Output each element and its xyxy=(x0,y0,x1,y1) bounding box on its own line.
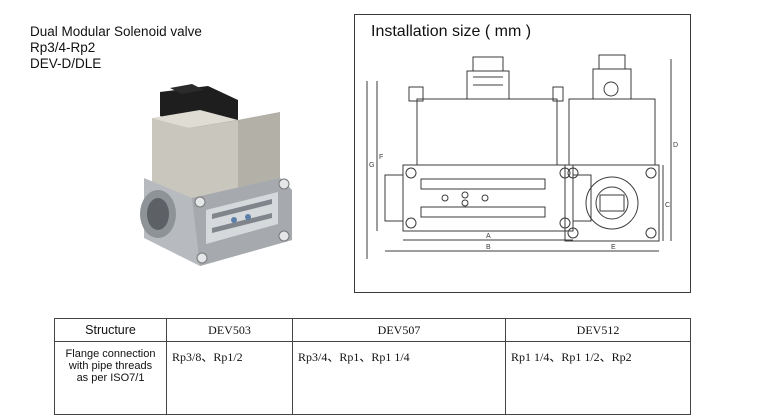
value-dev512: Rp1 1/4、Rp1 1/2、Rp2 xyxy=(505,341,691,415)
product-photo xyxy=(140,84,292,266)
dim-label-e: E xyxy=(611,244,616,251)
header-model-dev503: DEV503 xyxy=(166,318,293,342)
dim-label-g: G xyxy=(369,162,374,169)
spec-table: Structure DEV503 DEV507 DEV512 Flange co… xyxy=(54,318,691,415)
product-heading: Dual Modular Solenoid valve Rp3/4-Rp2 DE… xyxy=(30,24,202,72)
structure-line: with pipe threads xyxy=(68,360,153,372)
structure-line: as per ISO7/1 xyxy=(76,372,145,384)
value-dev503: Rp3/8、Rp1/2 xyxy=(166,341,293,415)
installation-drawing: A B C D E F G xyxy=(366,54,678,259)
drawing-title: Installation size ( mm ) xyxy=(371,23,532,40)
side-view xyxy=(564,54,672,252)
table-header-row: Structure DEV503 DEV507 DEV512 xyxy=(54,318,691,342)
header-structure: Structure xyxy=(54,318,167,342)
header-model-dev507: DEV507 xyxy=(292,318,506,342)
structure-line: Flange connection xyxy=(65,348,156,360)
dim-label-a: A xyxy=(486,233,491,240)
header-model-dev512: DEV512 xyxy=(505,318,691,342)
dim-label-b: B xyxy=(486,244,491,251)
table-row: Flange connection with pipe threads as p… xyxy=(54,341,691,415)
product-name: Dual Modular Solenoid valve xyxy=(30,24,202,39)
dim-label-d: D xyxy=(673,142,678,149)
value-dev507: Rp3/4、Rp1、Rp1 1/4 xyxy=(292,341,506,415)
dim-label-c: C xyxy=(665,202,670,209)
installation-drawing-panel: Installation size ( mm ) xyxy=(354,14,691,293)
structure-description: Flange connection with pipe threads as p… xyxy=(54,341,167,415)
dim-label-f: F xyxy=(379,154,383,161)
product-size-range: Rp3/4-Rp2 xyxy=(30,40,96,55)
front-view xyxy=(366,56,592,259)
product-model: DEV-D/DLE xyxy=(30,56,102,71)
